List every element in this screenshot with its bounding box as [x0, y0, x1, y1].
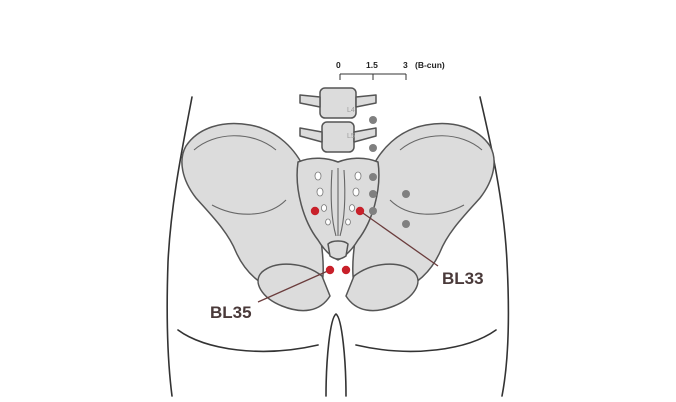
right-body-contour	[479, 96, 510, 397]
reference-point	[402, 190, 410, 198]
reference-point	[402, 220, 410, 228]
bl35-leader	[257, 269, 331, 303]
scale-unit: (B-cun)	[415, 60, 445, 70]
coccyx	[327, 240, 349, 260]
reference-point	[369, 144, 377, 152]
leader-lines	[257, 210, 439, 303]
sacral-foramina	[314, 171, 362, 226]
body-outline	[166, 96, 510, 397]
acupoints	[310, 206, 365, 275]
bl35-right-point	[341, 265, 351, 275]
reference-point	[369, 173, 377, 181]
bl35-left-point	[325, 265, 335, 275]
right-pubic-ramus	[345, 263, 419, 312]
reference-point	[369, 190, 377, 198]
l5-vertebra	[299, 121, 377, 153]
scale-tick-1-5: 1.5	[366, 60, 378, 70]
bl33-label: BL33	[442, 269, 484, 288]
pelvis-bones	[181, 87, 495, 312]
l4-vertebra	[299, 87, 377, 119]
reference-point	[369, 116, 377, 124]
bl33-leader	[359, 210, 439, 267]
scale-tick-3: 3	[403, 60, 408, 70]
bl33-right-point	[355, 206, 365, 216]
l4-label: L4	[347, 107, 355, 114]
bl33-left-point	[310, 206, 320, 216]
bl35-label: BL35	[210, 303, 252, 322]
scale-bar: 0 1.5 3 (B-cun)	[336, 60, 445, 80]
bone-contours	[193, 135, 483, 237]
left-pubic-ramus	[257, 263, 331, 312]
left-body-contour	[166, 96, 193, 397]
scale-tick-0: 0	[336, 60, 341, 70]
right-buttock-line	[355, 329, 497, 353]
left-buttock-line	[177, 329, 319, 353]
reference-point	[369, 207, 377, 215]
reference-points	[369, 116, 410, 228]
gluteal-cleft	[325, 313, 347, 397]
l5-label: L5	[347, 133, 355, 140]
